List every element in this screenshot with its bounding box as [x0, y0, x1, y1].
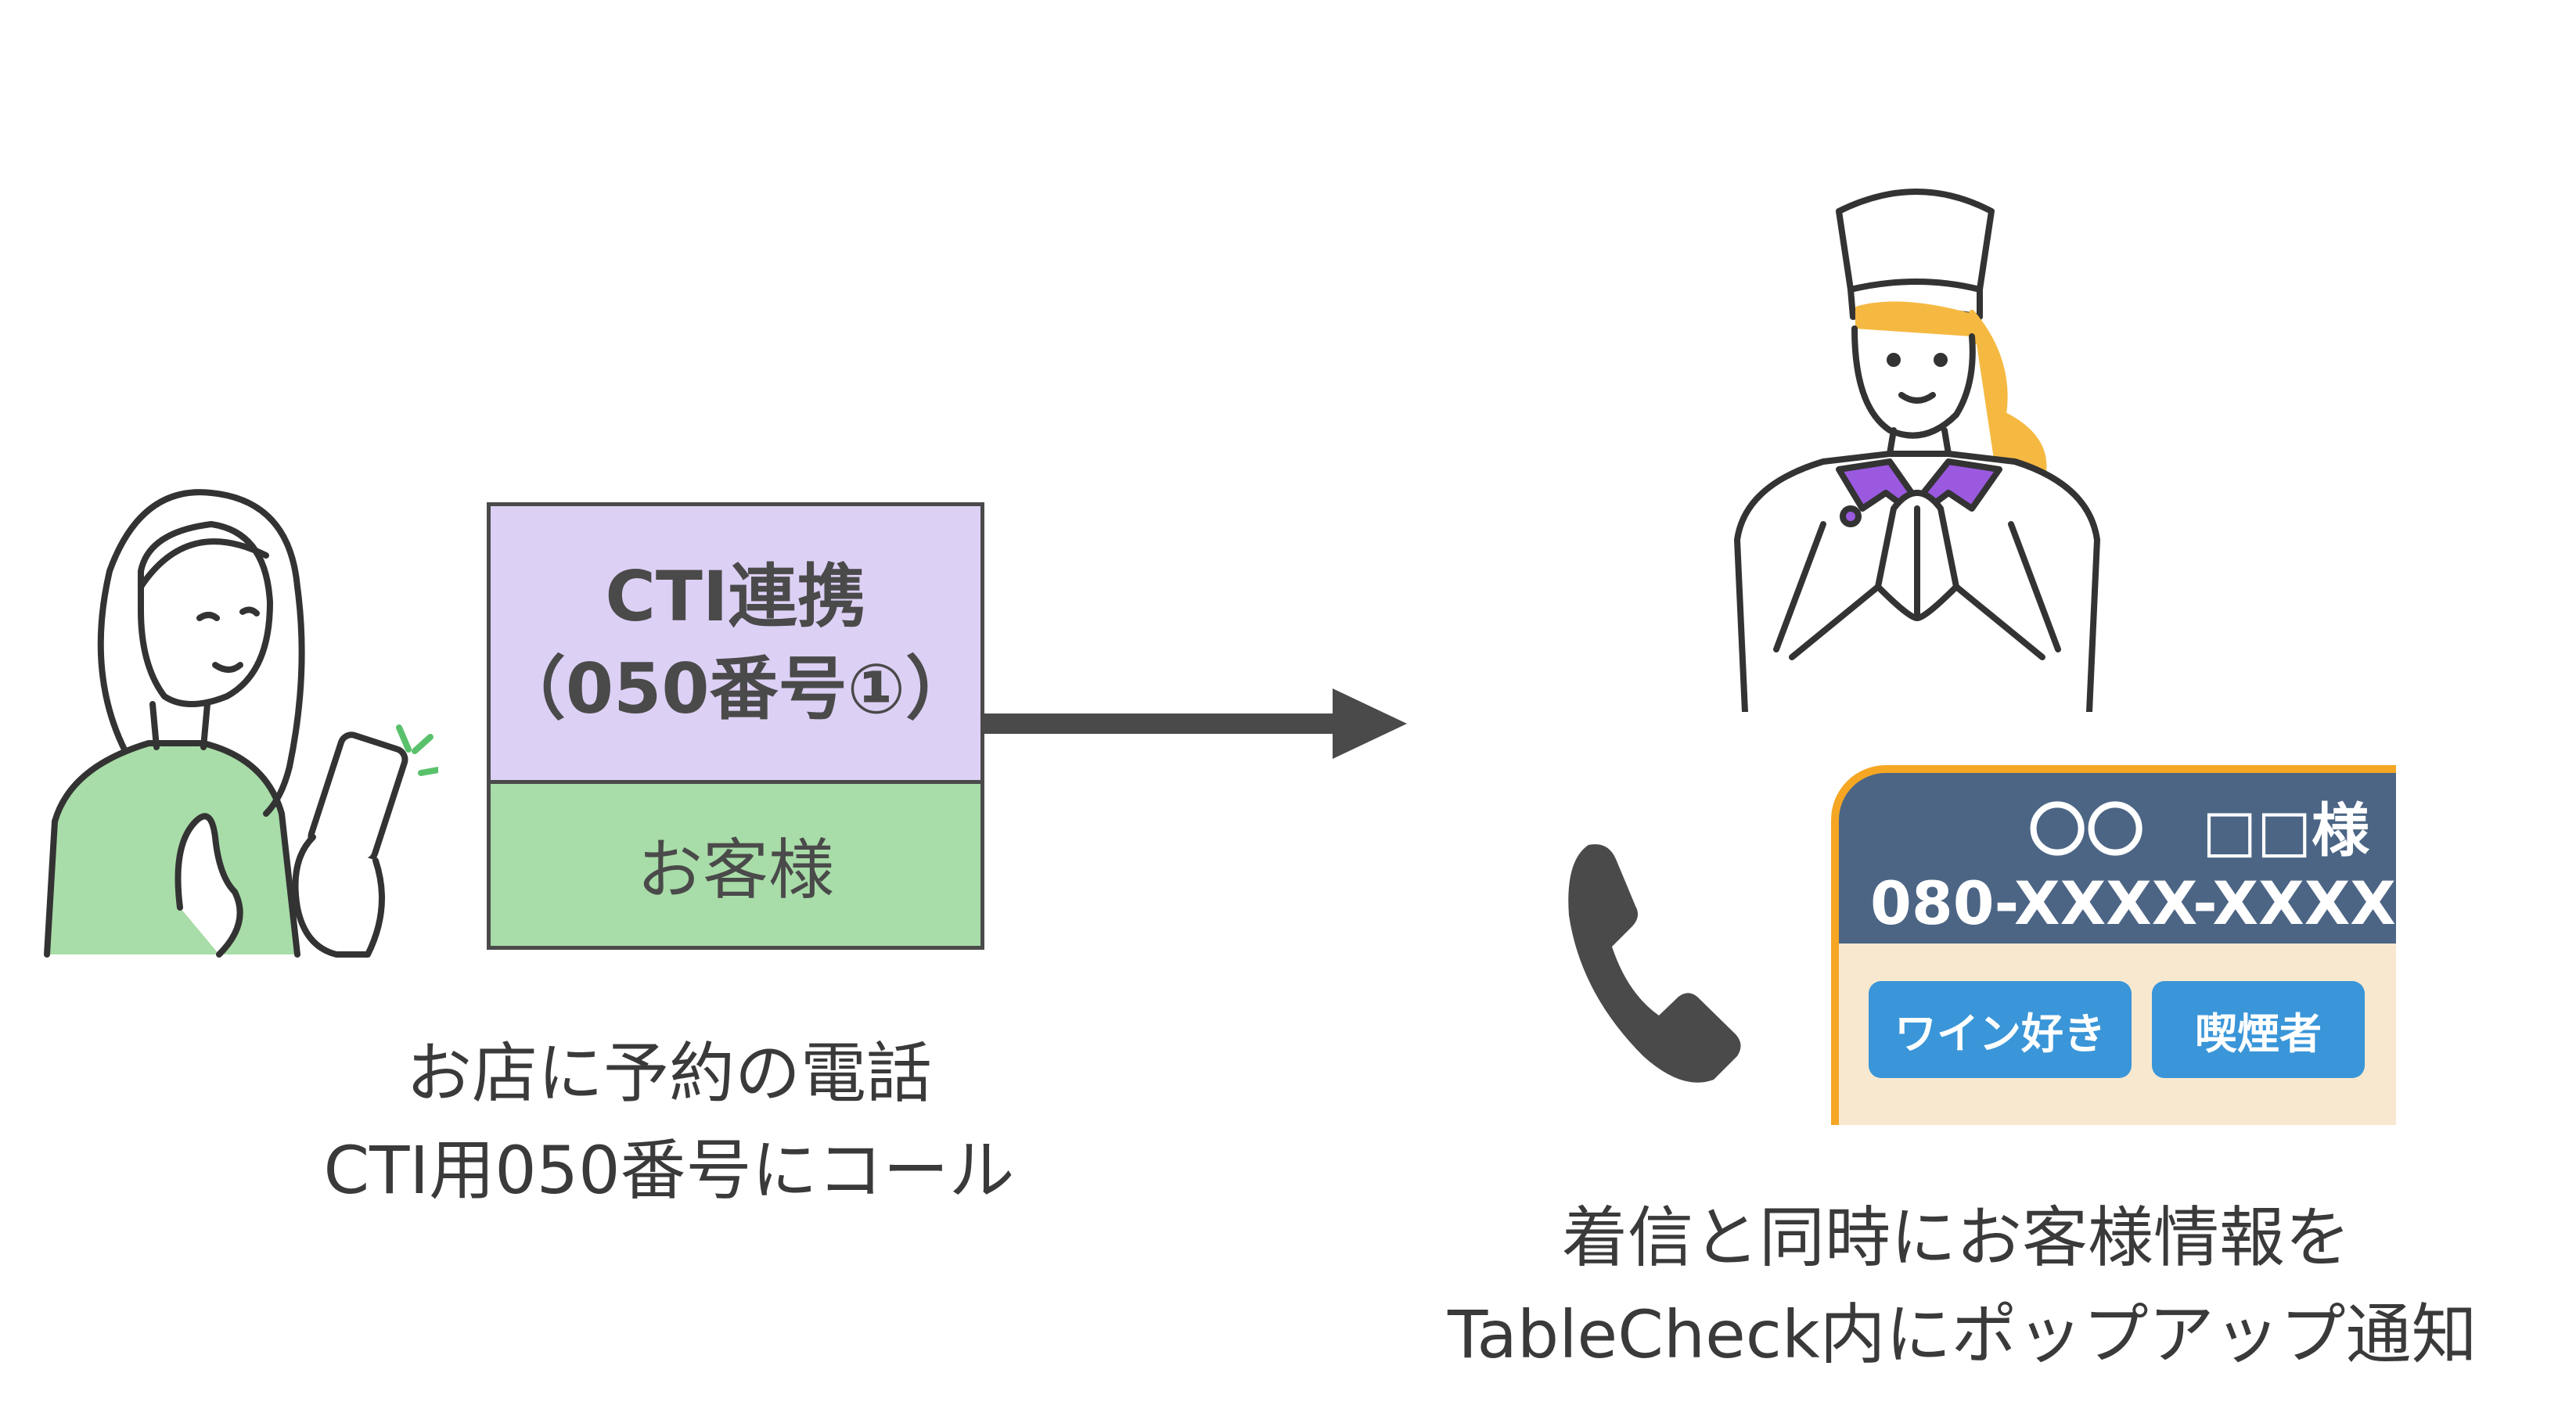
popup-phone-number: 080-XXXX-XXXX — [1870, 868, 2396, 938]
right-caption-line2: TableCheck内にポップアップ通知 — [1448, 1296, 2477, 1373]
popup-notification: 〇〇 □□様 080-XXXX-XXXX ワイン好き 喫煙者 — [1831, 765, 2396, 1125]
cti-customer-section: お客様 — [491, 784, 980, 946]
right-caption-line1: 着信と同時にお客様情報を — [1561, 1199, 2351, 1276]
cti-title: CTI連携 — [605, 556, 866, 637]
woman-with-smartphone-icon — [44, 489, 438, 958]
popup-header: 〇〇 □□様 080-XXXX-XXXX — [1831, 765, 2396, 944]
cti-customer-label: お客様 — [636, 832, 834, 908]
tag-smoker: 喫煙者 — [2152, 981, 2365, 1078]
tag-wine-lover: ワイン好き — [1869, 981, 2132, 1078]
cti-box: CTI連携 （050番号①） お客様 — [487, 502, 984, 950]
phone-handset-icon — [1568, 844, 1741, 1083]
popup-customer-name: 〇〇 □□様 — [2028, 797, 2369, 864]
arrow-right-icon — [984, 688, 1407, 759]
left-caption-line2: CTI用050番号にコール — [323, 1132, 1015, 1209]
left-caption: お店に予約の電話 CTI用050番号にコール — [258, 1025, 1080, 1219]
right-caption: 着信と同時にお客様情報を TableCheck内にポップアップ通知 — [1448, 1189, 2477, 1383]
popup-body: ワイン好き 喫煙者 — [1831, 944, 2396, 1125]
left-caption-line1: お店に予約の電話 — [405, 1035, 932, 1112]
cti-number: （050番号①） — [496, 649, 975, 729]
chef-icon — [1734, 189, 2100, 712]
cti-header: CTI連携 （050番号①） — [491, 506, 980, 784]
